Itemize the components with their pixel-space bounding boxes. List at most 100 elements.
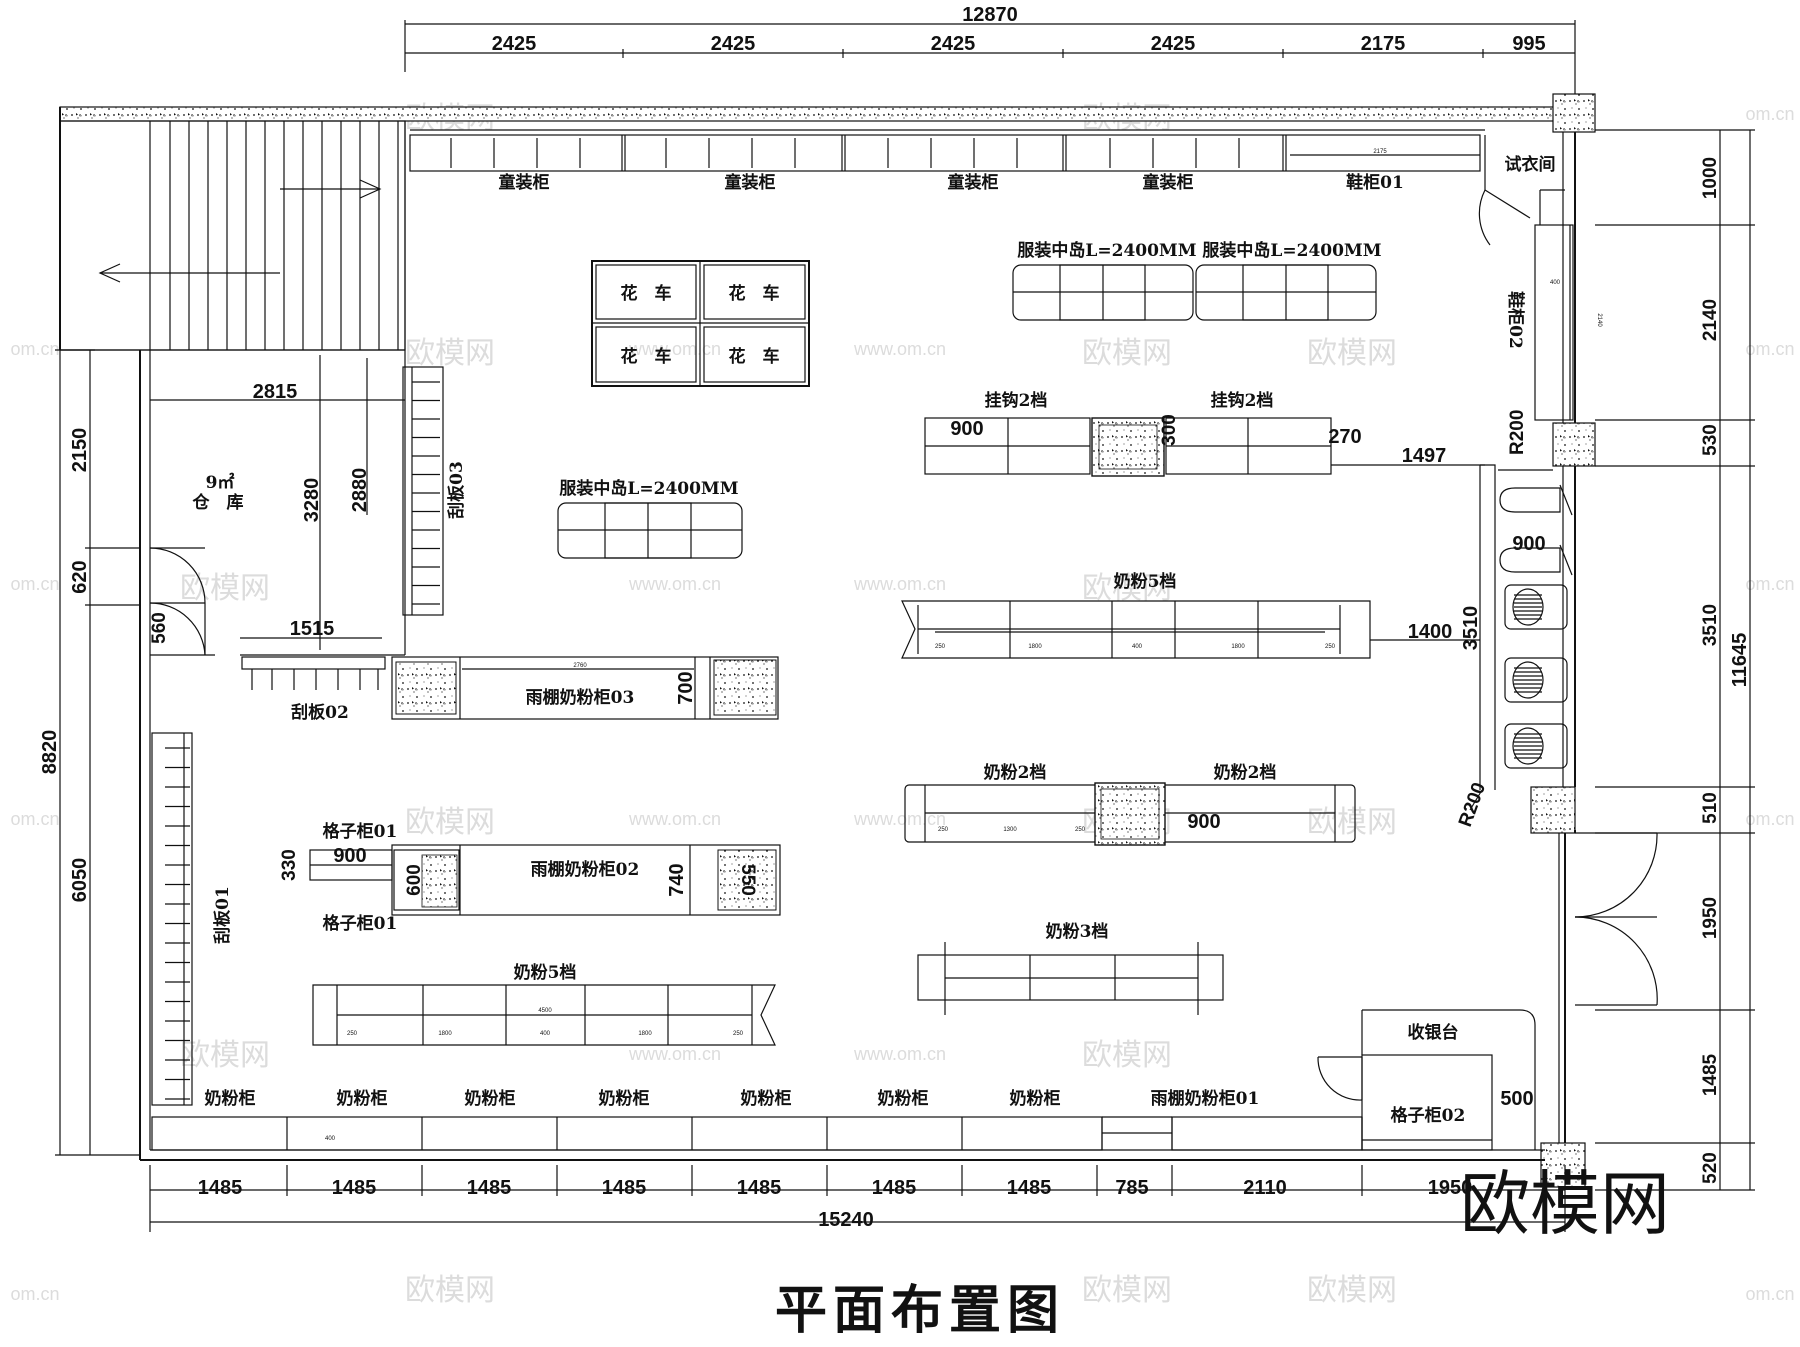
bottom-wall-cabinets: 400 奶粉柜 奶粉柜 奶粉柜 奶粉柜 奶粉柜 奶粉柜 奶粉柜 雨棚奶粉柜01 bbox=[151, 1088, 1363, 1151]
right-dim-1: 1000 bbox=[1700, 157, 1721, 199]
stroller-icon bbox=[1504, 723, 1568, 769]
rain-milk-cabinet-03-label: 雨棚奶粉柜03 bbox=[526, 687, 635, 708]
stroller-seat bbox=[1512, 661, 1544, 699]
grid-600-dim: 600 bbox=[404, 864, 425, 896]
clothing-islands-top: 服装中岛L=2400MM 服装中岛L=2400MM bbox=[1012, 240, 1382, 321]
right-dim-6: 1950 bbox=[1700, 897, 1721, 939]
watermark-url: www.om.cn bbox=[628, 1044, 721, 1064]
watermark-brand: 欧模网 bbox=[405, 805, 495, 840]
flower-cart-3-label: 花 车 bbox=[621, 346, 672, 367]
right-dim-total: 11645 bbox=[1729, 633, 1751, 688]
milk-2-tier: 奶粉2档 奶粉2档 900 250 1300 250 bbox=[904, 762, 1356, 846]
display-3510-dim: 3510 bbox=[1460, 606, 1482, 651]
watermark-brand: 欧模网 bbox=[180, 571, 270, 606]
right-dim-2: 2140 bbox=[1700, 299, 1721, 341]
staircase bbox=[59, 120, 406, 351]
watermark-url: www.om.cn bbox=[853, 574, 946, 594]
milk5r-seg-5: 250 bbox=[1325, 644, 1336, 650]
watermark-url: www.om.cn bbox=[628, 809, 721, 829]
storage-2880-dim: 2880 bbox=[349, 468, 371, 513]
milk-3-tier: 奶粉3档 bbox=[917, 921, 1224, 1015]
milk5r-seg-3: 400 bbox=[1132, 644, 1143, 650]
scraper-01: 刮板01 bbox=[151, 732, 233, 1106]
watermark-url-short: om.cn bbox=[10, 574, 59, 594]
hook-rack-1-label: 挂钩2档 bbox=[985, 390, 1048, 411]
hanger-hook bbox=[1559, 544, 1573, 576]
aisle-1400-dim: 1400 bbox=[1408, 621, 1453, 643]
milk2-seg-1: 250 bbox=[938, 827, 949, 833]
watermark-brand: 欧模网 bbox=[1307, 336, 1397, 371]
shoe-cabinet-02-label: 鞋柜02 bbox=[1505, 291, 1526, 349]
shoe-cabinet-01-label: 鞋柜01 bbox=[1346, 172, 1404, 193]
milk-3-tier-label: 奶粉3档 bbox=[1046, 921, 1109, 942]
radius-top-dim: R200 bbox=[1507, 410, 1528, 455]
left-dim-620: 620 bbox=[69, 560, 91, 593]
kids-cabinet-1-label: 童装柜 bbox=[499, 172, 550, 193]
rain-milk-cabinet-02: 雨棚奶粉柜02 格子柜01 格子柜01 900 330 600 740 550 bbox=[279, 821, 781, 934]
grid-cabinet-01-bottom-label: 格子柜01 bbox=[323, 913, 398, 934]
entrance-doors bbox=[1574, 832, 1658, 1006]
top-dim-5: 2175 bbox=[1361, 33, 1406, 55]
rain-milk-cabinet-02-label: 雨棚奶粉柜02 bbox=[531, 859, 640, 880]
hanger-icon bbox=[1499, 547, 1561, 573]
top-dimensions: 12870 2425 2425 2425 2425 2175 995 bbox=[404, 4, 1576, 95]
rain-milk-cabinet-03: 雨棚奶粉柜03 2760 700 bbox=[391, 656, 779, 720]
hook-270-dim: 270 bbox=[1328, 426, 1361, 448]
watermark-brand: 欧模网 bbox=[405, 336, 495, 371]
top-dim-3: 2425 bbox=[931, 33, 976, 55]
stroller-icon bbox=[1504, 584, 1568, 630]
clothing-island-2-label: 服装中岛L=2400MM bbox=[1202, 240, 1381, 261]
top-wall-cabinets: 童装柜 童装柜 童装柜 童装柜 鞋柜01 2175 bbox=[409, 129, 1485, 193]
clothing-island-mid: 服装中岛L=2400MM bbox=[557, 478, 743, 559]
milk-2-tier-2-label: 奶粉2档 bbox=[1214, 762, 1277, 783]
kids-cabinet-2-label: 童装柜 bbox=[725, 172, 776, 193]
top-dim-1: 2425 bbox=[492, 33, 537, 55]
stroller-seat bbox=[1512, 727, 1544, 765]
radius-bottom-dim: R200 bbox=[1455, 780, 1490, 830]
right-dim-7: 1485 bbox=[1700, 1053, 1721, 1096]
right-dim-8: 520 bbox=[1700, 1152, 1721, 1184]
bottom-dim-1: 1485 bbox=[198, 1177, 243, 1199]
plan-title: 平面布置图 bbox=[775, 1280, 1065, 1341]
left-dim-total: 8820 bbox=[39, 730, 61, 775]
milk5l-seg-5: 250 bbox=[733, 1031, 744, 1037]
clothing-island-1-label: 服装中岛L=2400MM bbox=[1017, 240, 1196, 261]
bottom-dim-4: 1485 bbox=[602, 1177, 647, 1199]
display-900-dim: 900 bbox=[1512, 533, 1545, 555]
top-total-dim: 12870 bbox=[962, 4, 1018, 26]
milk5l-total-note: 4500 bbox=[538, 1008, 552, 1014]
storage-room: 2815 3280 2880 1515 560 9㎡ 仓 库 bbox=[149, 350, 406, 656]
grid-cabinet-01-top-label: 格子柜01 bbox=[323, 821, 398, 842]
storage-area-label: 9㎡ bbox=[206, 472, 235, 493]
milk5r-seg-4: 1800 bbox=[1231, 644, 1245, 650]
grid-330-dim: 330 bbox=[279, 849, 300, 881]
shoe-cabinet-02: 鞋柜02 400 2140 bbox=[1505, 224, 1602, 421]
flower-cart-2-label: 花 车 bbox=[729, 283, 780, 304]
watermark-brand: 欧模网 bbox=[1307, 1273, 1397, 1308]
milk-cabinet-2-label: 奶粉柜 bbox=[337, 1088, 388, 1109]
watermark-layer: 欧模网欧模网欧模网欧模网欧模网欧模网欧模网欧模网欧模网欧模网欧模网欧模网欧模网欧… bbox=[10, 101, 1794, 1308]
watermark-url: www.om.cn bbox=[628, 339, 721, 359]
flower-cart-4-label: 花 车 bbox=[729, 346, 780, 367]
scraper-03-label: 刮板03 bbox=[446, 461, 467, 519]
cashier-label: 收银台 bbox=[1408, 1022, 1459, 1043]
cashier-area: 收银台 格子柜02 500 bbox=[1317, 1009, 1536, 1151]
watermark-brand: 欧模网 bbox=[1082, 571, 1172, 606]
rain-03-length-note: 2760 bbox=[573, 663, 587, 669]
left-dim-2150: 2150 bbox=[69, 428, 91, 473]
scraper-02: 刮板02 bbox=[241, 656, 386, 723]
left-dimensions: 2150 620 6050 8820 bbox=[39, 349, 140, 1156]
milk5l-seg-1: 250 bbox=[347, 1031, 358, 1037]
kids-cabinet-4-label: 童装柜 bbox=[1143, 172, 1194, 193]
storage-2815-dim: 2815 bbox=[253, 381, 298, 403]
watermark-url: www.om.cn bbox=[853, 339, 946, 359]
milk5l-seg-4: 1800 bbox=[638, 1031, 652, 1037]
hanger-icon bbox=[1499, 487, 1561, 513]
milk-cabinet-4-label: 奶粉柜 bbox=[599, 1088, 650, 1109]
right-dim-5: 510 bbox=[1700, 792, 1721, 824]
bottom-dimensions: 1485 1485 1485 1485 1485 1485 1485 785 2… bbox=[149, 1165, 1566, 1232]
stroller-seat bbox=[1512, 588, 1544, 626]
top-dim-6: 995 bbox=[1512, 33, 1545, 55]
grid-cabinet-02-label: 格子柜02 bbox=[1391, 1105, 1466, 1126]
right-dim-3: 530 bbox=[1700, 424, 1721, 456]
